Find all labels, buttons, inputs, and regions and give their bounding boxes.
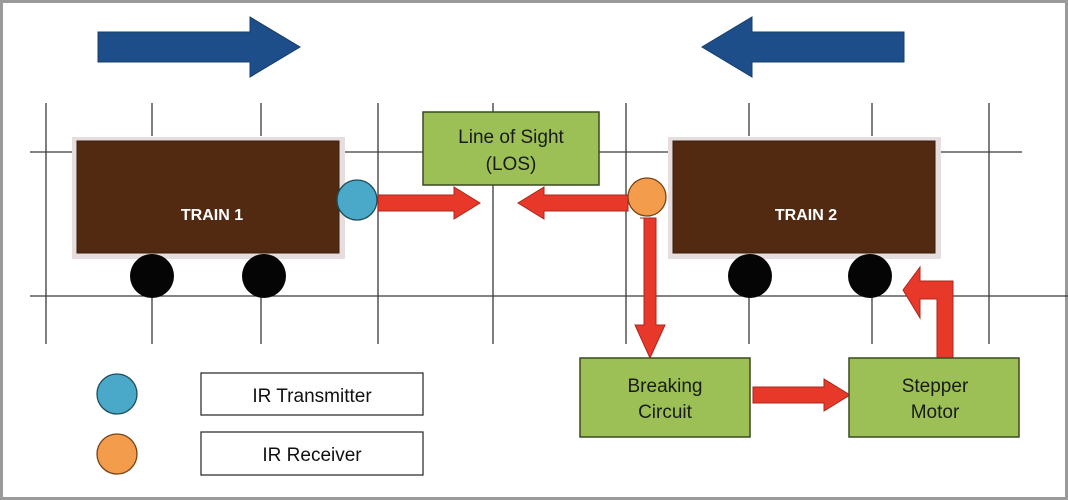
train-1-body [76, 140, 340, 254]
train-1-label: TRAIN 1 [181, 207, 243, 224]
los-box-line1: Line of Sight [458, 127, 564, 148]
breaking-to-stepper-arrow-icon [752, 378, 851, 412]
los-box: Line of Sight (LOS) [422, 111, 600, 186]
breaking-circuit-box: Breaking Circuit [579, 357, 751, 438]
receiver-to-los-arrow-icon [517, 186, 629, 220]
stepper-to-wheel-arrow-icon [902, 265, 954, 360]
breaking-circuit-line2: Circuit [638, 402, 693, 423]
stepper-motor-line2: Motor [911, 402, 960, 423]
ir-receiver-sensor [627, 177, 667, 217]
train-1-wheel-front [130, 254, 174, 298]
legend: IR Transmitter IR Receiver [96, 372, 424, 476]
train-2-wheel-rear [848, 254, 892, 298]
train2-direction-arrow-icon [701, 16, 905, 78]
legend-transmitter-label: IR Transmitter [252, 386, 372, 407]
train-2-label: TRAIN 2 [775, 207, 837, 224]
stepper-motor-box: Stepper Motor [848, 357, 1020, 438]
train-1: TRAIN 1 [72, 137, 345, 298]
legend-transmitter-icon [96, 373, 138, 415]
stepper-motor-line1: Stepper [902, 376, 969, 397]
legend-receiver-box [200, 431, 424, 476]
breaking-circuit-rect [579, 357, 751, 438]
train-2-body [672, 140, 936, 254]
los-box-rect [422, 111, 600, 186]
breaking-circuit-line1: Breaking [628, 376, 703, 397]
legend-transmitter-box [200, 372, 424, 416]
ir-transmitter-sensor [336, 179, 378, 221]
train1-direction-arrow-icon [97, 16, 301, 78]
train-2: TRAIN 2 [668, 137, 941, 298]
legend-receiver-icon [96, 433, 138, 475]
stepper-motor-rect [848, 357, 1020, 438]
train-1-wheel-rear [242, 254, 286, 298]
legend-receiver-label: IR Receiver [262, 445, 362, 466]
los-box-line2: (LOS) [486, 154, 537, 175]
train-2-wheel-front [728, 254, 772, 298]
transmitter-to-los-arrow-icon [377, 186, 481, 220]
